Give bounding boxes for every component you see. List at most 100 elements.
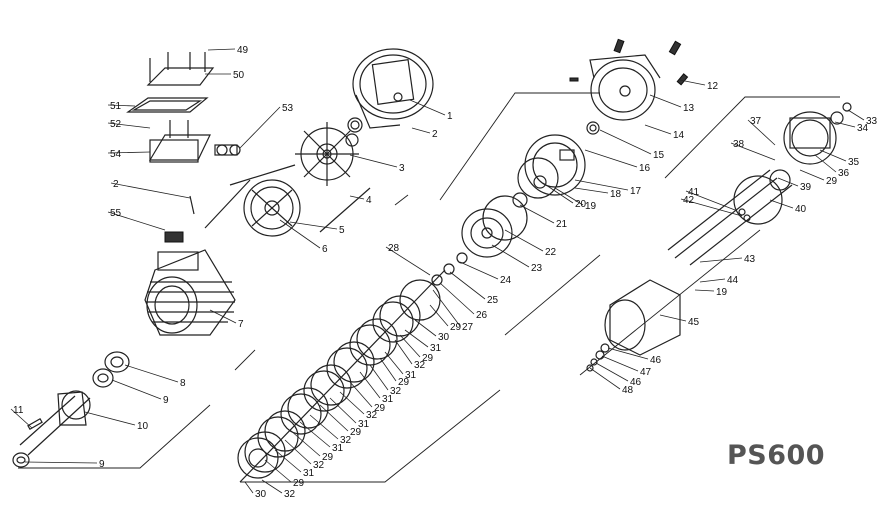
callout-19: 19 xyxy=(716,287,728,298)
leader-line-30 xyxy=(244,481,254,494)
callout-48: 48 xyxy=(622,385,634,396)
leader-line-32 xyxy=(369,364,389,391)
leader-line-9 xyxy=(111,379,162,400)
callout-13: 13 xyxy=(683,103,695,114)
leader-line-38 xyxy=(730,142,776,161)
callout-55: 55 xyxy=(110,208,122,219)
callout-2: 2 xyxy=(113,179,119,190)
leader-line-29 xyxy=(289,429,321,457)
motor-pump-parts xyxy=(12,38,852,483)
leader-line-46 xyxy=(607,347,649,360)
leader-line-55 xyxy=(107,211,166,231)
callout-29: 29 xyxy=(293,478,305,489)
callout-33: 33 xyxy=(866,116,878,127)
callout-29: 29 xyxy=(322,452,334,463)
leader-line-22 xyxy=(504,229,544,252)
leader-line-26 xyxy=(439,282,475,315)
callout-51: 51 xyxy=(110,101,122,112)
leader-line-23 xyxy=(491,244,530,268)
callout-35: 35 xyxy=(848,157,860,168)
leader-line-34 xyxy=(834,121,856,128)
leader-line-29 xyxy=(429,304,449,327)
leader-line-19 xyxy=(694,289,715,292)
leader-line-36 xyxy=(814,154,837,173)
callout-15: 15 xyxy=(653,150,665,161)
callout-11: 11 xyxy=(13,405,24,416)
callout-32: 32 xyxy=(414,360,426,371)
callout-26: 26 xyxy=(476,310,488,321)
callout-31: 31 xyxy=(382,394,394,405)
callout-38: 38 xyxy=(733,139,745,150)
leader-line-13 xyxy=(649,94,682,108)
callout-18: 18 xyxy=(610,189,622,200)
callout-7: 7 xyxy=(238,319,244,330)
leader-line-17 xyxy=(574,179,629,191)
callout-9: 9 xyxy=(99,459,105,470)
leader-line-31 xyxy=(299,421,331,448)
leader-line-16 xyxy=(584,149,638,168)
callout-12: 12 xyxy=(707,81,719,92)
callout-17: 17 xyxy=(630,186,642,197)
callout-32: 32 xyxy=(366,410,378,421)
callout-41: 41 xyxy=(688,187,700,198)
leader-line-51 xyxy=(107,104,136,107)
leader-line-3 xyxy=(349,154,398,168)
callout-14: 14 xyxy=(673,130,685,141)
callout-43: 43 xyxy=(744,254,756,265)
leader-line-31 xyxy=(384,351,404,375)
leader-line-37 xyxy=(747,119,776,146)
callout-40: 40 xyxy=(795,204,807,215)
leader-line-40 xyxy=(769,199,794,209)
callout-52: 52 xyxy=(110,119,122,130)
callout-3: 3 xyxy=(399,163,405,174)
leader-line-31 xyxy=(359,371,381,399)
callout-10: 10 xyxy=(137,421,149,432)
leader-line-45 xyxy=(659,314,687,322)
callout-labels: 4950515254535521234567891011912131415161… xyxy=(10,45,878,500)
callout-49: 49 xyxy=(237,45,249,56)
leader-line-4 xyxy=(349,195,365,200)
leader-line-6 xyxy=(279,219,321,249)
callout-42: 42 xyxy=(683,195,695,206)
leader-line-46 xyxy=(595,362,629,382)
leader-line-25 xyxy=(449,271,486,300)
leader-line-32 xyxy=(284,439,312,465)
leader-line-19 xyxy=(554,187,584,206)
callout-25: 25 xyxy=(487,295,499,306)
callout-50: 50 xyxy=(233,70,245,81)
assembly-guide-lines xyxy=(18,92,840,483)
leader-line-10 xyxy=(84,411,136,426)
callout-54: 54 xyxy=(110,149,122,160)
leader-line-28 xyxy=(385,246,431,276)
leader-line-32 xyxy=(261,479,283,494)
callout-47: 47 xyxy=(640,367,652,378)
leader-line-29 xyxy=(799,169,825,181)
leader-line-8 xyxy=(124,364,179,383)
leader-line-42 xyxy=(680,198,743,217)
callout-16: 16 xyxy=(639,163,651,174)
callout-37: 37 xyxy=(750,116,762,127)
leader-line-24 xyxy=(459,261,499,280)
callout-46: 46 xyxy=(650,355,662,366)
leader-line-30 xyxy=(414,319,437,337)
callout-24: 24 xyxy=(500,275,512,286)
callout-30: 30 xyxy=(255,489,267,500)
callout-31: 31 xyxy=(430,343,442,354)
callout-5: 5 xyxy=(339,225,345,236)
leader-line-48 xyxy=(589,367,621,390)
leader-line-7 xyxy=(209,309,237,324)
leader-line-33 xyxy=(847,109,865,121)
callout-29: 29 xyxy=(350,427,362,438)
leader-line-14 xyxy=(644,124,672,135)
leader-line-21 xyxy=(519,204,555,224)
callout-6: 6 xyxy=(322,244,328,255)
leader-line-31 xyxy=(274,449,302,473)
leader-line-41 xyxy=(685,190,736,211)
callout-53: 53 xyxy=(282,103,294,114)
leader-line-11 xyxy=(10,408,33,429)
leader-line-1 xyxy=(409,99,446,116)
leader-line-39 xyxy=(777,177,799,187)
leader-line-54 xyxy=(107,151,151,154)
leader-line-27 xyxy=(432,289,461,327)
leader-line-47 xyxy=(601,355,639,372)
